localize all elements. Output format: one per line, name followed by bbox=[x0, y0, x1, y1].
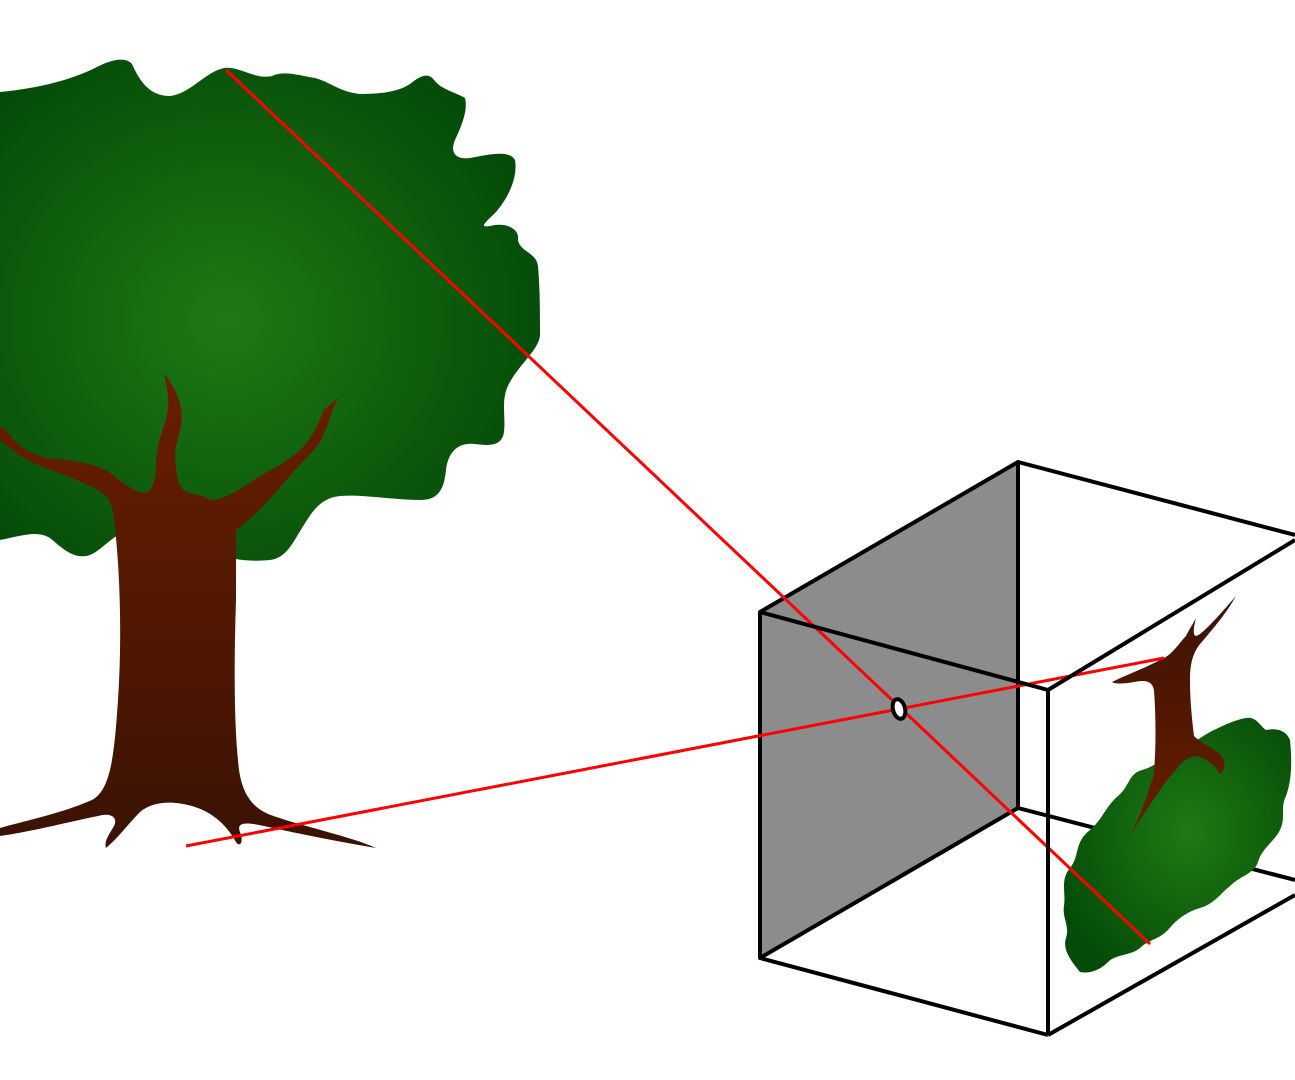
box-edge-right-bottom bbox=[1047, 893, 1295, 1037]
projected-inverted-image bbox=[1063, 596, 1292, 973]
projected-trunk bbox=[1112, 596, 1236, 836]
tree-foliage bbox=[0, 59, 540, 561]
box-edge-back-top bbox=[1017, 460, 1295, 537]
box-edge-right-top bbox=[1046, 538, 1295, 692]
box-edge-front-bottom bbox=[759, 956, 1049, 1037]
projected-foliage bbox=[1063, 717, 1292, 973]
tree-trunk bbox=[0, 374, 376, 848]
light-ray-top-to-bottom bbox=[224, 68, 1152, 946]
tree-object bbox=[0, 59, 540, 848]
light-ray-bottom-to-top bbox=[185, 656, 1165, 848]
light-rays bbox=[185, 68, 1165, 946]
box-edge-front-top bbox=[759, 610, 1049, 692]
pinhole-aperture bbox=[890, 697, 908, 721]
camera-box-front-edges bbox=[759, 538, 1295, 1037]
